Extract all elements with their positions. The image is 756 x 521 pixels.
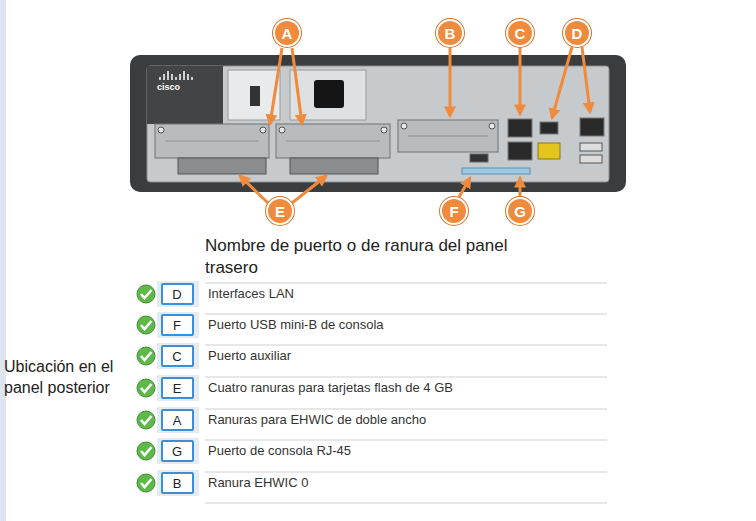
table-cell: Ranuras para EHWIC de doble ancho <box>208 411 603 429</box>
callout-marker: D <box>563 19 591 47</box>
callout-marker: G <box>506 197 534 225</box>
marker-letter: F <box>449 203 458 220</box>
table-cell: Cuatro ranuras para tarjetas flash de 4 … <box>208 379 603 397</box>
ehwic-slot <box>155 124 269 158</box>
table-cell: Puerto USB mini-B de consola <box>208 316 603 334</box>
answer-box: F <box>161 314 194 336</box>
answer-cells <box>157 281 199 496</box>
lan-port <box>580 118 604 136</box>
brand-logo: cisco <box>157 82 201 93</box>
faceplate <box>147 66 609 182</box>
marker-letter: B <box>173 476 182 491</box>
callout-marker: A <box>273 19 301 47</box>
table-cell: Ranura EHWIC 0 <box>208 474 603 492</box>
marker-letter: C <box>515 25 526 42</box>
leader-arrow <box>449 48 452 116</box>
callout-marker: E <box>266 197 294 225</box>
rj45-port <box>508 142 532 160</box>
power-socket <box>314 80 344 108</box>
answer-box: D <box>161 283 194 305</box>
ehwic-slot <box>398 120 498 152</box>
table-cell: Interfaces LAN <box>208 285 603 303</box>
leader-arrows <box>240 47 590 203</box>
answer-box: A <box>161 409 194 431</box>
power-switch <box>250 86 260 106</box>
leader-arrow <box>519 48 522 114</box>
marker-letter: C <box>172 349 181 364</box>
leader-arrow <box>459 178 470 197</box>
answer-table <box>137 281 607 503</box>
logo-bars <box>160 71 192 80</box>
mini-usb-port <box>470 154 488 162</box>
lan-port <box>540 122 558 134</box>
logo-area <box>147 66 223 124</box>
leader-arrow <box>292 176 326 203</box>
rj45-port <box>508 119 532 137</box>
marker-letter: B <box>445 25 456 42</box>
marker-letter: E <box>275 203 285 220</box>
marker-letter: D <box>172 287 181 302</box>
answer-box: G <box>161 440 194 462</box>
callout-marker: B <box>436 19 464 47</box>
ehwic-slot <box>276 124 390 158</box>
leader-arrow <box>292 48 302 124</box>
marker-letter: G <box>172 444 182 459</box>
column-label: Ubicación en el panel posterior <box>4 356 136 398</box>
marker-letter: F <box>173 318 181 333</box>
table-cell: Puerto auxiliar <box>208 347 603 365</box>
marker-letter: A <box>173 413 182 428</box>
answer-box: B <box>161 472 194 494</box>
router-rear-panel <box>130 55 626 192</box>
table-cell: Puerto de consola RJ-45 <box>208 442 603 460</box>
flash-slot <box>178 158 266 174</box>
slot-grooves <box>165 136 488 141</box>
answer-box: E <box>161 377 194 399</box>
marker-letter: D <box>572 25 583 42</box>
usb-port <box>580 155 602 163</box>
leader-arrow <box>552 47 572 118</box>
marker-letter: G <box>514 203 526 220</box>
column-heading: Nombre de puerto o de ranura del panel t… <box>205 235 555 279</box>
console-port <box>538 143 560 159</box>
slot-screws <box>158 123 495 133</box>
flash-slot <box>290 158 378 174</box>
leader-arrow <box>270 48 282 124</box>
router-housing <box>130 55 626 192</box>
callout-marker: C <box>506 19 534 47</box>
callout-marker: F <box>440 197 468 225</box>
usb-port <box>580 143 602 151</box>
check-icons <box>137 285 155 492</box>
label-strip <box>462 168 530 174</box>
answer-box: C <box>161 345 194 367</box>
marker-letter: E <box>173 381 182 396</box>
leader-arrow <box>582 47 590 112</box>
side-strip <box>0 0 6 521</box>
row-lines <box>205 283 607 503</box>
leader-arrow <box>519 178 522 197</box>
marker-letter: A <box>282 25 293 42</box>
leader-arrow <box>240 176 268 203</box>
